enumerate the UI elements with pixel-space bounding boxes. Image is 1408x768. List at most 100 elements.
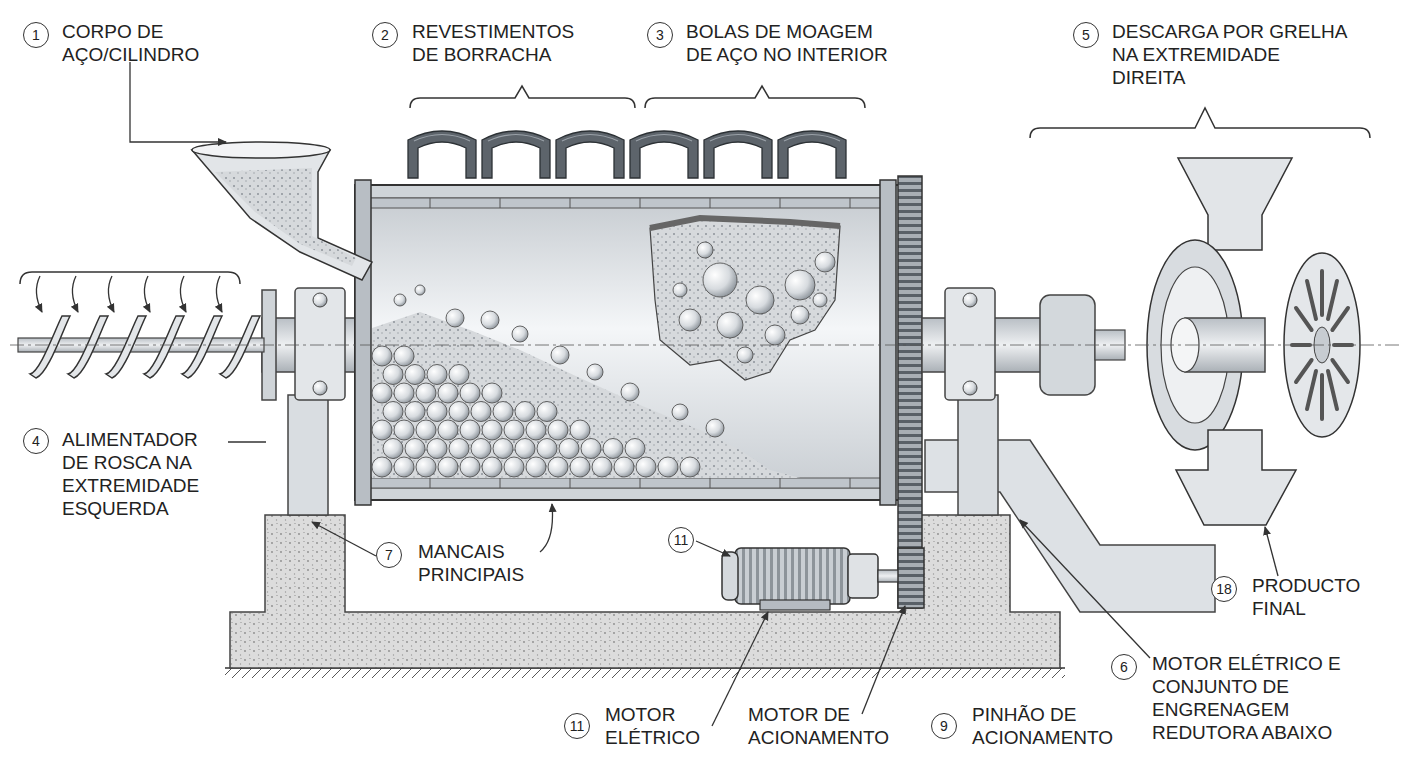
grinding-ball: [697, 242, 713, 258]
screw-flight: [182, 316, 222, 378]
liner-seam: [430, 198, 431, 208]
grinding-ball: [673, 283, 687, 297]
part-label: CORPO DE AÇO/CILINDRO: [62, 20, 222, 66]
grinding-ball: [482, 383, 502, 403]
grinding-ball: [504, 457, 524, 477]
grinding-ball: [614, 457, 634, 477]
right-stand: [958, 395, 998, 515]
grate-slot: [1332, 360, 1348, 382]
liner-seam: [640, 478, 641, 488]
leader-line: [696, 541, 730, 556]
grinding-ball: [493, 402, 513, 422]
feed-arrow: [216, 276, 222, 312]
leader-line: [228, 441, 266, 442]
grinding-ball: [416, 383, 436, 403]
grinding-ball: [785, 270, 815, 300]
grinding-ball: [570, 420, 590, 440]
grinding-ball: [372, 383, 392, 403]
liner-seam: [500, 478, 501, 488]
screw-flight: [220, 316, 260, 378]
grate-slot: [1307, 371, 1316, 409]
part-label: MOTOR ELÉTRICO: [605, 703, 720, 749]
grinding-ball: [372, 457, 392, 477]
right-bearing: [945, 288, 995, 400]
part-label: MOTOR ELÉTRICO E CONJUNTO DE ENGRENAGEM …: [1152, 652, 1357, 744]
screw-flight: [30, 316, 70, 378]
balls-bracket: [645, 86, 865, 108]
rubber-liner-pad: [556, 131, 624, 178]
grinding-ball: [446, 309, 464, 327]
grinding-ball: [621, 383, 639, 401]
grinding-ball: [548, 420, 568, 440]
liner-seam: [430, 478, 431, 488]
callout-number: 5: [1073, 22, 1099, 48]
grinding-ball: [548, 457, 568, 477]
concrete-foundation: [230, 515, 1060, 668]
leader-line: [130, 62, 226, 142]
grinding-ball: [504, 420, 524, 440]
grinding-ball: [526, 420, 546, 440]
liner-highlight: [488, 135, 544, 142]
grinding-ball: [603, 439, 623, 459]
motor-flange: [848, 554, 878, 598]
discharge-bracket: [1030, 108, 1370, 138]
grinding-ball: [449, 365, 469, 385]
grinding-ball: [372, 346, 392, 366]
rubber-liner-pad: [482, 131, 550, 178]
rubber-liner-pad: [704, 131, 772, 178]
callout-number: 3: [647, 22, 673, 48]
grinding-ball: [394, 457, 414, 477]
callout-number: 11: [564, 713, 590, 739]
motor-shaft: [878, 570, 900, 582]
feed-arrow: [72, 276, 78, 312]
part-label: MOTOR DE ACIONAMENTO: [748, 703, 898, 749]
grinding-ball: [405, 439, 425, 459]
grinding-ball: [570, 457, 590, 477]
grinding-ball: [471, 402, 491, 422]
cutaway: [650, 218, 840, 380]
grinding-ball: [765, 325, 785, 345]
part-label: REVESTIMENTOS DE BORRACHA: [412, 20, 597, 66]
feed-bracket: [20, 272, 240, 284]
grinding-ball: [405, 365, 425, 385]
grinding-ball: [427, 439, 447, 459]
grate-slot: [1332, 308, 1348, 330]
rubber-liner-pad: [630, 131, 698, 178]
hopper-powder: [215, 168, 356, 266]
rubber-liners: [408, 131, 846, 178]
grinding-ball: [383, 439, 403, 459]
screw-flights: [30, 316, 260, 378]
liner-seam: [780, 478, 781, 488]
grinding-ball: [592, 457, 612, 477]
grinding-ball: [746, 286, 774, 314]
grinding-ball: [394, 294, 406, 306]
left-stand: [288, 395, 328, 515]
leader-line: [862, 606, 905, 714]
bearing-ball: [963, 293, 977, 307]
leader-line: [540, 504, 553, 552]
grinding-ball: [449, 439, 469, 459]
callout-number: 6: [1111, 654, 1137, 680]
bearing-ball: [313, 381, 327, 395]
screw-flight: [106, 316, 146, 378]
grinding-ball: [372, 420, 392, 440]
part-label: PRODUCTO FINAL: [1252, 574, 1377, 620]
bottom-liner: [370, 478, 882, 488]
grate-slot: [1296, 360, 1312, 382]
liner-highlight: [414, 135, 470, 142]
feed-arrow: [36, 276, 42, 312]
feed-arrow: [108, 276, 114, 312]
grinding-ball: [791, 306, 809, 324]
discharge-bottom-funnel: [1176, 430, 1296, 525]
liner-seam: [780, 198, 781, 208]
screw-flight: [144, 316, 184, 378]
grinding-ball: [415, 285, 425, 295]
motor-feet: [760, 600, 830, 610]
grinding-ball: [383, 402, 403, 422]
callout-number: 1: [23, 22, 49, 48]
grinding-ball: [636, 457, 656, 477]
part-label: DESCARGA POR GRELHA NA EXTREMIDADE DIREI…: [1112, 20, 1357, 89]
grinding-ball: [427, 402, 447, 422]
left-flange-ring: [355, 180, 371, 505]
